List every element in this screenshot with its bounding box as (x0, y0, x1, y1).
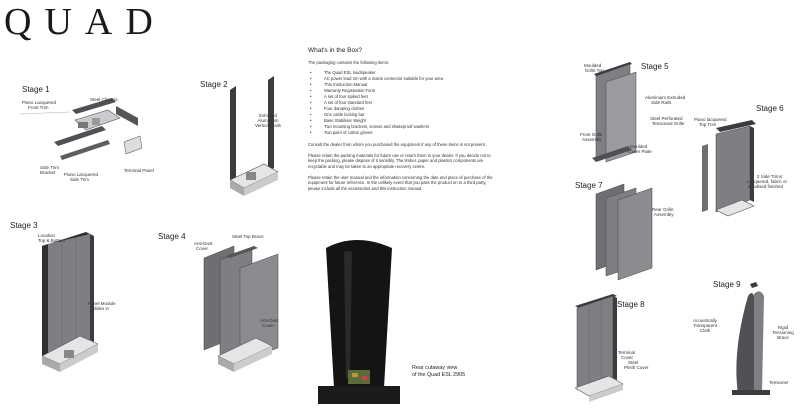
s2-label: Aluminium (257, 118, 279, 123)
s1-label: Side Trim (70, 177, 90, 182)
doc-paragraph: Consult the dealer from whom you purchas… (308, 142, 487, 148)
stage-4-title: Stage 4 (158, 232, 186, 241)
stage-4-diagram (203, 245, 279, 372)
s9-label: Brace (777, 335, 789, 340)
s1-label: Side Trim (40, 165, 60, 170)
s2-label: Vertical Rails (254, 123, 281, 128)
s8-label: Plinth Cover (624, 365, 649, 370)
stage-5-diagram (592, 62, 637, 163)
stage-2-diagram (229, 76, 279, 196)
s6-label: Piano lacquered (694, 117, 727, 122)
stage-7-diagram (595, 183, 653, 281)
s6-label: Lacquered, fabric or (747, 179, 788, 184)
s3-label: Top & Bottom (38, 238, 66, 243)
s5-label: Steel Perforated (650, 116, 683, 121)
whats-in-the-box: What's in the Box? The packaging contain… (308, 47, 494, 196)
s3-label: Panel Module (88, 301, 116, 306)
list-item: Two pairs of cotton gloves (308, 130, 494, 136)
s5-label: Moulded (584, 63, 602, 68)
s5-label: Front Grille (580, 132, 603, 137)
s5-label: Assembly (582, 137, 602, 142)
s4-label: Steel Top Brace (232, 234, 264, 239)
doc-intro: The packaging contains the following ite… (308, 59, 390, 65)
s5-label: Side Rails (651, 100, 672, 105)
s1-label: Steel Chassis (90, 97, 118, 102)
s6-label: 2 Side Trims: (757, 174, 784, 179)
s5-label: Lower Plate (628, 149, 652, 154)
quad-logo: QUAD (4, 1, 166, 43)
stage-8-title: Stage 8 (617, 300, 645, 309)
doc-paragraph: Please retain the packing materials for … (308, 152, 491, 169)
s4-label: Cover (196, 246, 209, 251)
s5-label: Aluminium Extruded (645, 95, 686, 100)
stage-6-diagram (702, 120, 756, 217)
list-item: Two mounting brackets, screws and shakep… (308, 124, 494, 130)
list-item: A set of four standard feet (308, 100, 494, 106)
s5-label: Tensioned Grille (652, 121, 685, 126)
s9-label: Rigid (777, 325, 789, 330)
s7-label: Rear Grille (652, 207, 674, 212)
s2-label: Extruded (258, 113, 277, 118)
stage-1-title: Stage 1 (22, 85, 50, 94)
s1-label: Terminal Panel (124, 168, 154, 173)
stage-1-diagram (19, 98, 143, 160)
stage-8-diagram (574, 294, 624, 402)
s8-label: Cover (621, 355, 634, 360)
s9-label: Transparent (692, 323, 718, 328)
list-item: One cable locking bar (308, 112, 494, 118)
stage-3-title: Stage 3 (10, 221, 38, 230)
box-contents-list: The Quad ESL loudspeaker AC power lead 2… (308, 70, 494, 136)
list-item: A set of four spiked feet (308, 94, 494, 100)
s4-label: Anti-Dust (260, 318, 279, 323)
list-item: Base Stabiliser Weight (308, 118, 494, 124)
s9-label: Tensioner (769, 380, 789, 385)
list-item: This Instruction Manual (308, 82, 494, 88)
stage-9-title: Stage 9 (713, 280, 741, 289)
photo-caption: of the Quad ESL 2905 (412, 372, 466, 378)
s6-label: anodised finished (748, 184, 784, 189)
doc-paragraph: Please retain the user manual and the in… (308, 174, 493, 191)
s1-label: Piano Lacquered (64, 172, 99, 177)
s9-label: Cloth (699, 328, 711, 333)
s9-label: Tensioning (772, 330, 794, 335)
s3-label: Location (38, 233, 56, 238)
s3-label: Slides in (92, 306, 110, 311)
s5-label: Moulded (630, 144, 648, 149)
stage-5-title: Stage 5 (641, 62, 669, 71)
photo-caption: Rear cutaway view (412, 365, 458, 371)
speaker-photo (318, 240, 400, 404)
stage-6-title: Stage 6 (756, 104, 784, 113)
list-item: Warranty Registration Form (308, 88, 494, 94)
s1-label: Bracket (40, 170, 56, 175)
s1-label: Front Trim (28, 105, 49, 110)
s5-label: Grille Top (585, 68, 604, 73)
doc-title: What's in the Box? (308, 47, 362, 54)
list-item: The Quad ESL loudspeaker (308, 70, 494, 76)
s1-label: Piano Lacquered (22, 100, 57, 105)
stage-9-diagram (732, 282, 770, 395)
stage-2-title: Stage 2 (200, 80, 228, 89)
s7-label: Assembly (654, 212, 674, 217)
s8-label: Steel (628, 360, 639, 365)
list-item: Four damping clothes (308, 106, 494, 112)
s9-label: Acoustically (693, 318, 717, 323)
s4-label: Anti-Dust (194, 241, 213, 246)
list-item: AC power lead 2m with a mains connector … (308, 76, 494, 82)
stage-7-title: Stage 7 (575, 181, 603, 190)
s4-label: Cover (262, 323, 275, 328)
s6-label: Top Trim (699, 122, 717, 127)
s8-label: Terminal (618, 350, 636, 355)
stage-3-diagram (41, 232, 99, 372)
